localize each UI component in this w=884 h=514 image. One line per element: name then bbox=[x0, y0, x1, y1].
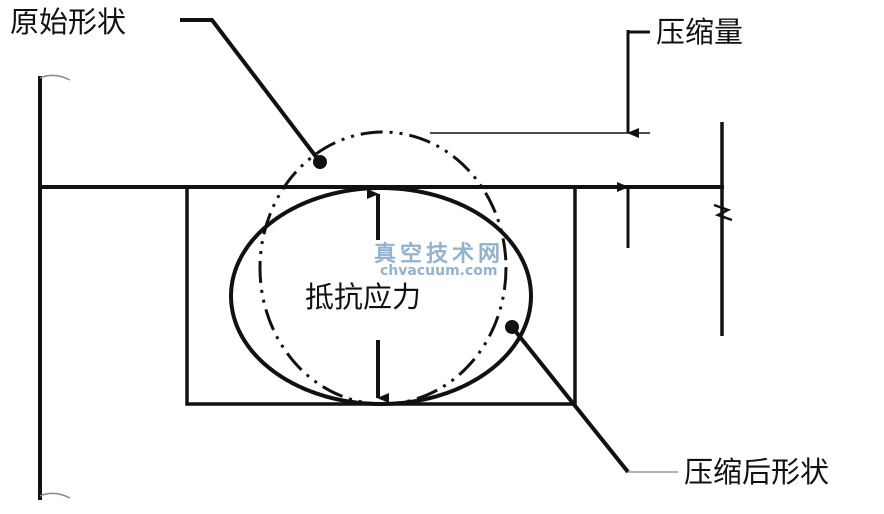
compressed-shape-dot bbox=[505, 320, 519, 334]
compressed-shape-leader bbox=[510, 325, 630, 474]
top-break-mark bbox=[39, 74, 71, 81]
original-shape-leader bbox=[180, 18, 322, 164]
compression-amount-label: 压缩量 bbox=[656, 15, 744, 49]
bottom-break-mark bbox=[39, 492, 71, 499]
original-shape-dot bbox=[313, 155, 327, 169]
watermark-title: 真空技术网 bbox=[374, 242, 505, 267]
watermark-url: chvacuum.com bbox=[380, 263, 498, 279]
right-break-mark bbox=[713, 203, 733, 222]
resisting-stress-label: 抵抗应力 bbox=[305, 280, 422, 314]
original-shape-dashed bbox=[258, 130, 508, 406]
compressed-shape-label: 压缩后形状 bbox=[684, 455, 830, 489]
original-shape-label: 原始形状 bbox=[10, 5, 127, 39]
